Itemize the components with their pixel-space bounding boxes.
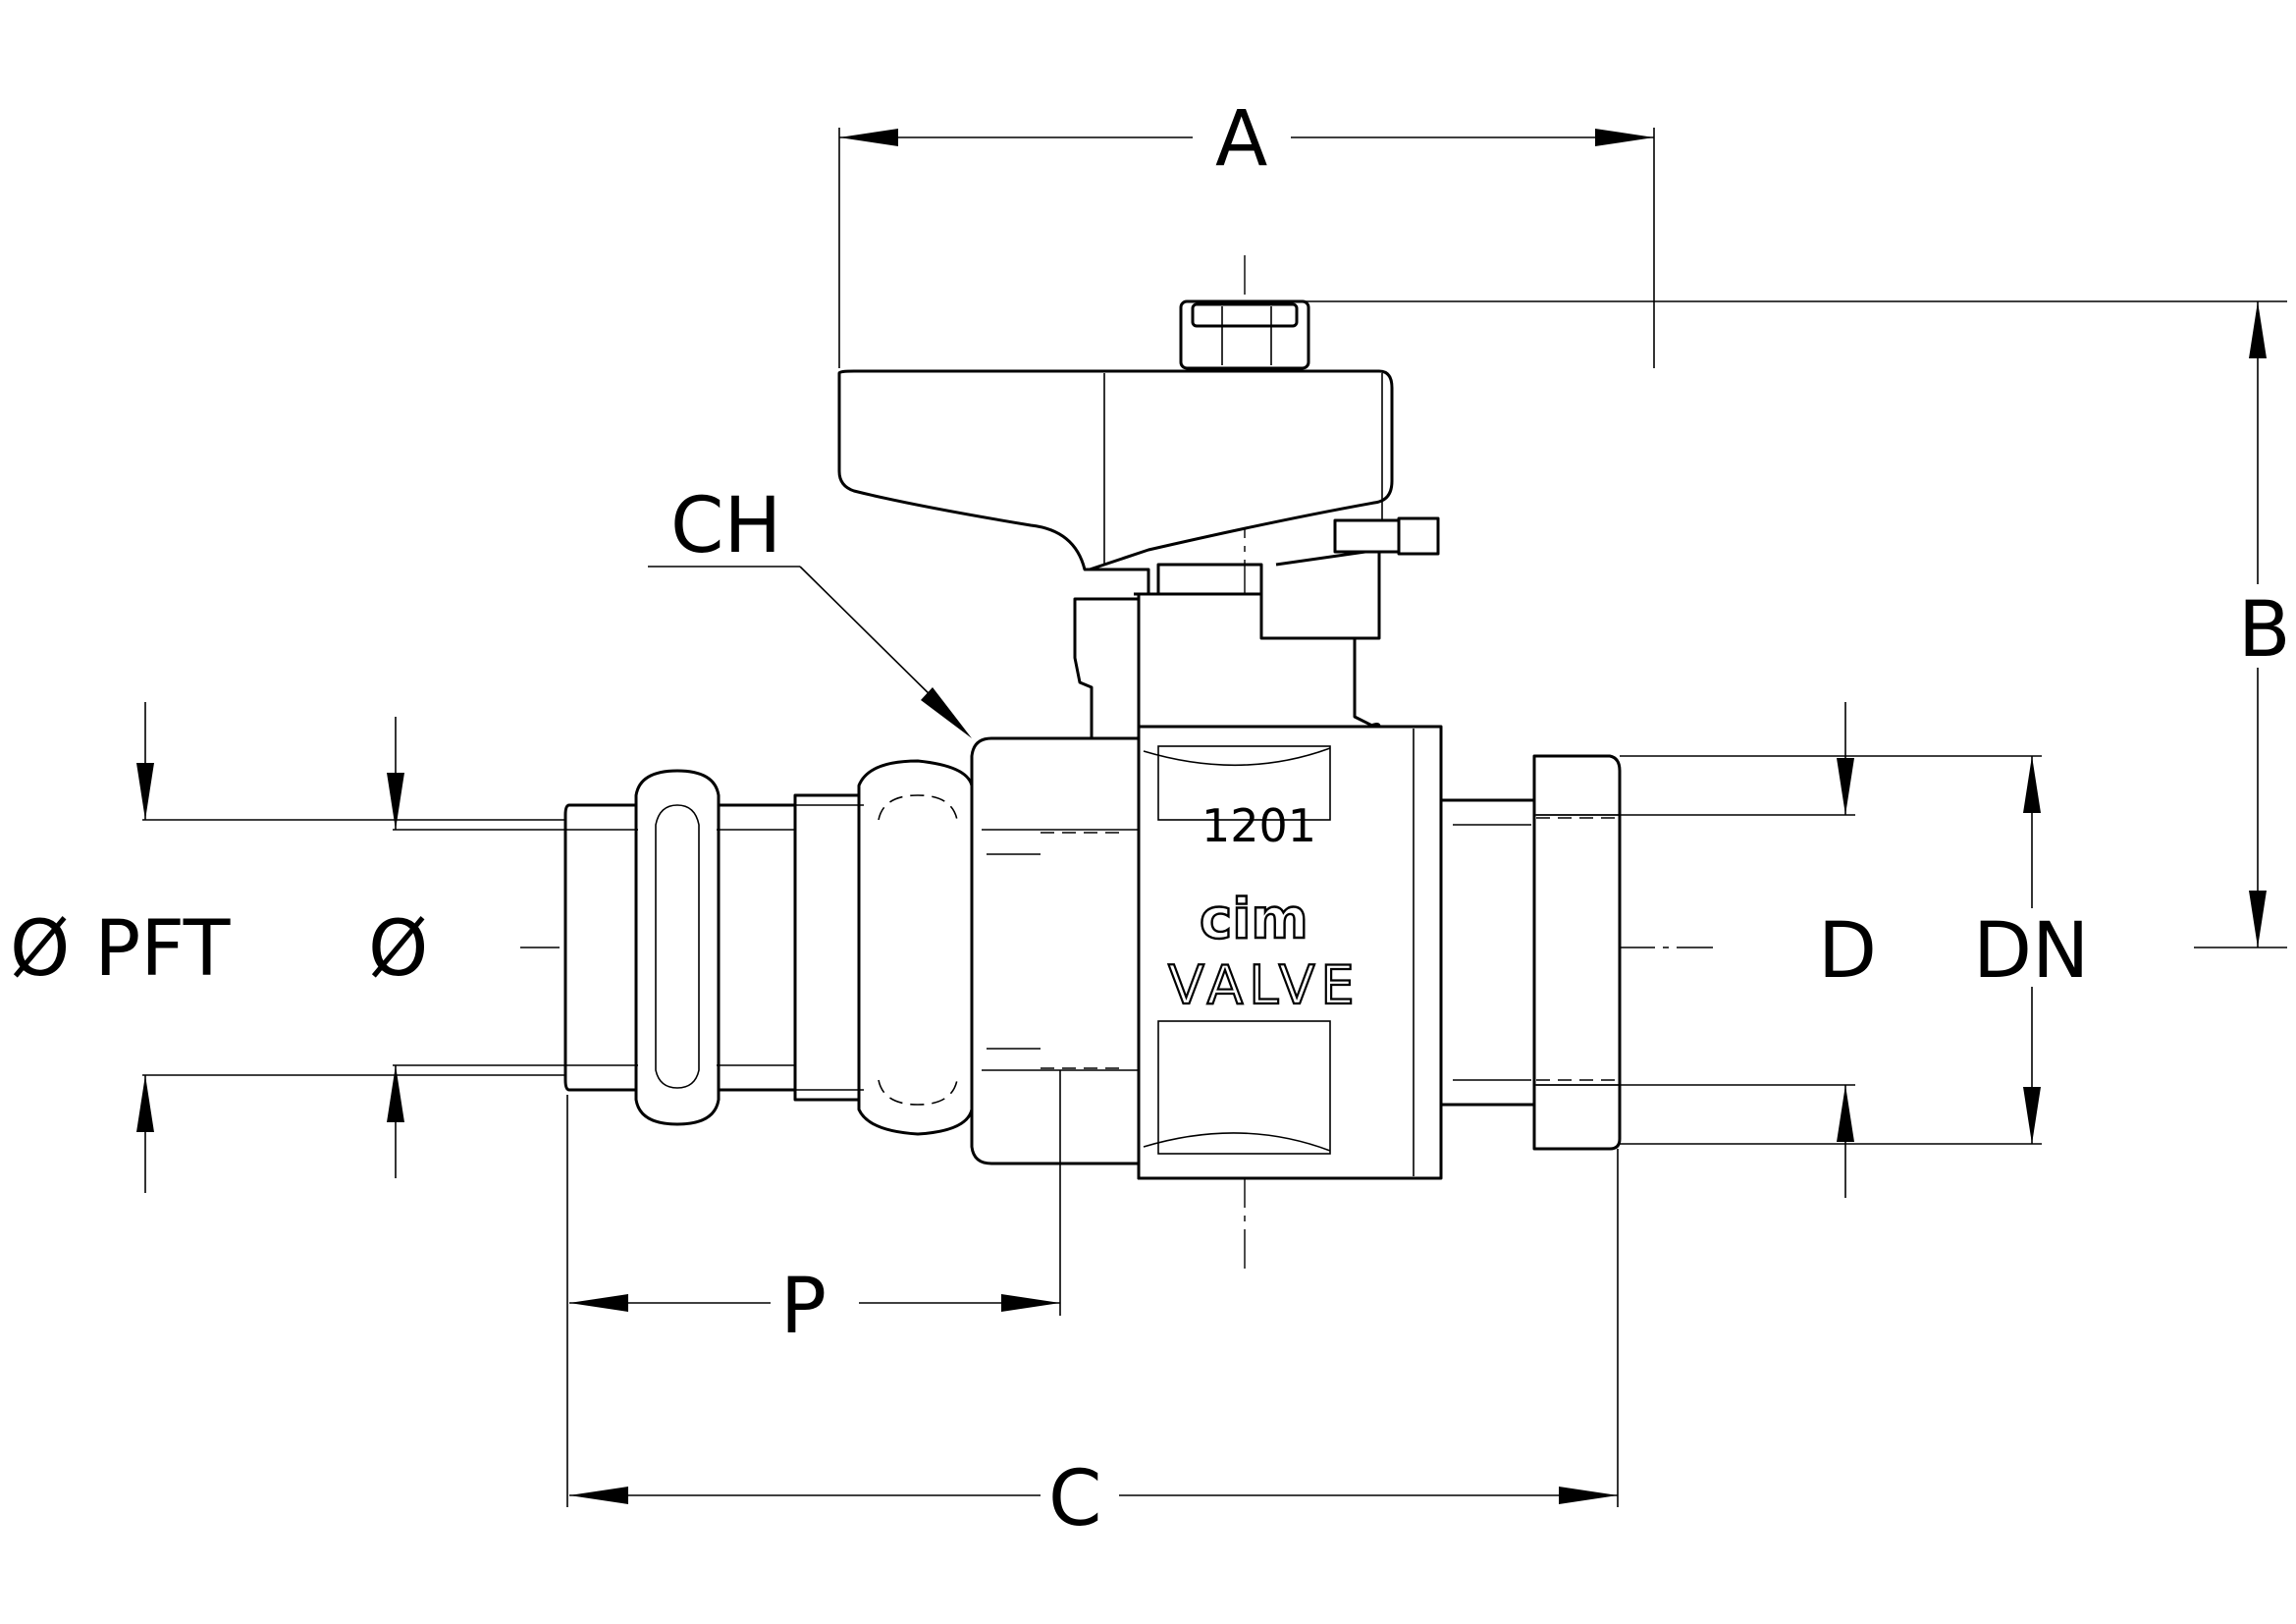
dimension-label-phi-pft: Ø PFT xyxy=(10,905,231,994)
valve-stem-neck xyxy=(1073,592,1376,748)
valve-body xyxy=(1137,723,1443,1180)
stem-nut xyxy=(1179,299,1310,370)
dimension-label-ch: CH xyxy=(670,482,781,570)
valve-word-marking: VALVE xyxy=(1168,954,1361,1016)
left-hex-end xyxy=(970,736,1141,1165)
dimension-label-b: B xyxy=(2238,586,2291,675)
dimension-label-phi: Ø xyxy=(368,905,428,994)
lever-handle xyxy=(837,369,1440,640)
dimension-label-d: D xyxy=(1818,907,1877,996)
dimension-label-c: C xyxy=(1048,1455,1101,1543)
dimension-arrowheads xyxy=(136,129,2267,1504)
dimension-label-a: A xyxy=(1215,95,1267,184)
dimension-label-dn: DN xyxy=(1973,907,2089,996)
dimension-label-group: A B D DN P C CH Ø PFT Ø xyxy=(10,95,2291,1543)
press-fitting xyxy=(563,759,974,1136)
brand-logo-marking: cim xyxy=(1200,888,1308,951)
dimension-label-p: P xyxy=(780,1263,827,1351)
body-code-marking: 1201 xyxy=(1201,799,1316,852)
body-markings: 1201 cim VALVE xyxy=(1167,799,1361,1017)
